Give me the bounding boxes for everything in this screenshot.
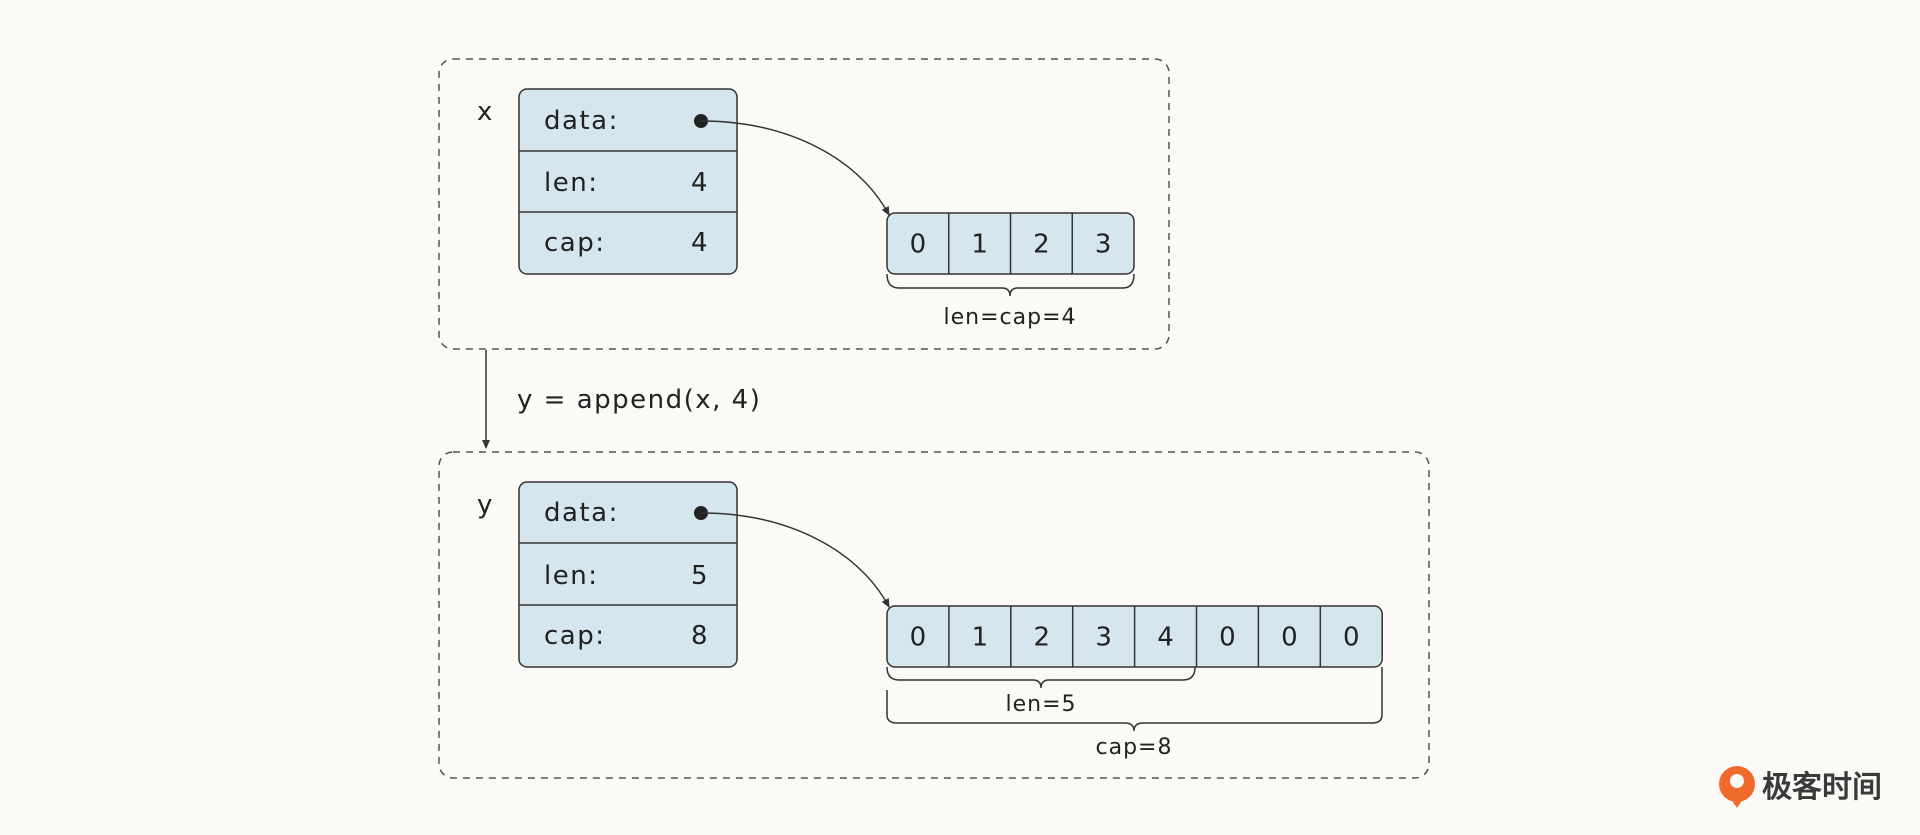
bottom-cap-brace — [886, 667, 1383, 732]
top-len-label: len: — [544, 168, 598, 198]
bottom-cap-value: 8 — [691, 621, 709, 651]
top-len-value: 4 — [691, 168, 709, 198]
top-array-cell: 3 — [1095, 230, 1112, 260]
bottom-array: 0 1 2 3 4 0 0 0 — [886, 605, 1383, 668]
bottom-array-cell: 2 — [1033, 623, 1050, 653]
top-brace-label: len=cap=4 — [944, 305, 1077, 330]
top-array-cell: 1 — [971, 230, 988, 260]
top-var-name: x — [477, 97, 494, 127]
bottom-data-label: data: — [544, 498, 619, 528]
bottom-array-cell: 0 — [1343, 623, 1360, 653]
bottom-cap-label: cap: — [544, 621, 606, 651]
bottom-len-brace — [886, 666, 1196, 689]
bottom-var-name: y — [477, 490, 494, 520]
bottom-array-cell: 3 — [1095, 623, 1112, 653]
bottom-len-label: len: — [544, 561, 598, 591]
bottom-array-cell: 1 — [972, 623, 989, 653]
bottom-array-cell: 0 — [1219, 623, 1236, 653]
top-panel-border — [438, 58, 1170, 350]
bottom-array-cell: 0 — [910, 623, 927, 653]
bottom-cap-brace-label: cap=8 — [1096, 735, 1173, 760]
logo-text: 极客时间 — [1762, 770, 1882, 805]
bottom-len-value: 5 — [691, 561, 709, 591]
top-struct-box — [518, 88, 738, 275]
top-array: 0 1 2 3 — [886, 212, 1135, 275]
bottom-len-brace-label: len=5 — [1005, 692, 1076, 717]
bottom-array-cell: 0 — [1281, 623, 1298, 653]
geektime-logo-icon — [1719, 766, 1755, 808]
top-array-cell: 2 — [1033, 230, 1050, 260]
top-len-cap-brace — [886, 273, 1135, 297]
top-array-cell: 0 — [910, 230, 927, 260]
bottom-panel-border — [438, 451, 1430, 779]
top-data-label: data: — [544, 106, 619, 136]
bottom-array-cell: 4 — [1157, 623, 1174, 653]
top-cap-label: cap: — [544, 228, 606, 258]
bottom-struct-box — [518, 481, 738, 668]
bottom-data-pointer-arrow — [700, 512, 890, 608]
top-cap-value: 4 — [691, 228, 709, 258]
operation-label: y = append(x, 4) — [517, 385, 761, 415]
top-data-pointer-arrow — [700, 120, 890, 216]
